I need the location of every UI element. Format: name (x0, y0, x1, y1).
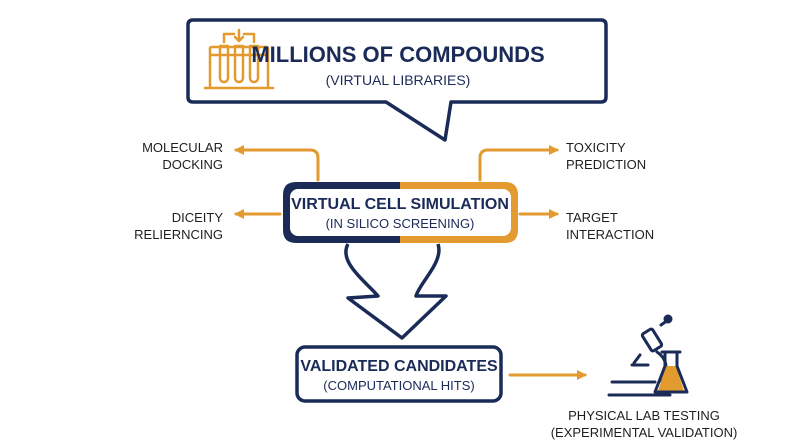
flask-liquid (658, 366, 684, 391)
test-tubes-icon (203, 28, 275, 90)
center-box-title: VIRTUAL CELL SIMULATION (291, 196, 509, 213)
lab-label-line1: PHYSICAL LAB TESTING (568, 408, 720, 423)
label-reliencing: RELIERNCING (134, 227, 223, 242)
bottom-box-subtitle: (COMPUTATIONAL HITS) (323, 378, 474, 393)
label-docking: DOCKING (162, 157, 223, 172)
center-box (290, 189, 511, 236)
label-toxicity: TOXICITY (566, 140, 626, 155)
flask-outline (653, 350, 689, 394)
center-box-subtitle: (IN SILICO SCREENING) (326, 216, 475, 231)
flow-arrow-down (344, 243, 448, 340)
bottom-box-title: VALIDATED CANDIDATES (300, 358, 498, 375)
label-prediction: PREDICTION (566, 157, 646, 172)
arrow-toxicity-prediction (478, 145, 559, 182)
top-box-title: MILLIONS OF COMPOUNDS (251, 42, 544, 67)
label-molecular: MOLECULAR (142, 140, 223, 155)
arrow-molecular-docking (234, 145, 320, 182)
label-interaction: INTERACTION (566, 227, 654, 242)
label-target: TARGET (566, 210, 618, 225)
label-diceity: DICEITY (172, 210, 224, 225)
lab-label-line2: (EXPERIMENTAL VALIDATION) (551, 425, 738, 440)
top-box (186, 18, 608, 142)
bottom-box (295, 345, 503, 403)
top-box-subtitle: (VIRTUAL LIBRARIES) (326, 72, 471, 88)
